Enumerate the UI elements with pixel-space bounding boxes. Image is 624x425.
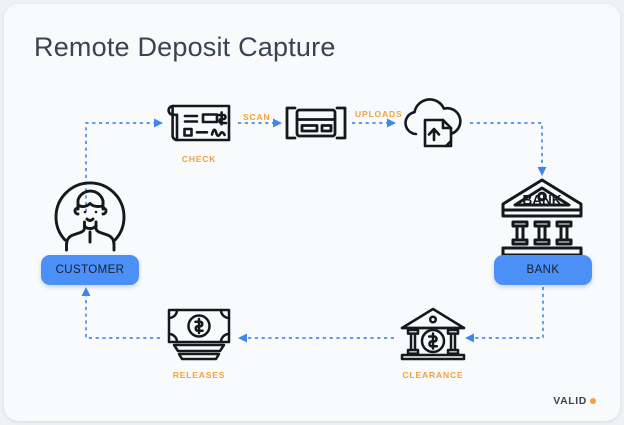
node-check[interactable]: CHECK: [163, 100, 235, 164]
cash-stack-icon: [164, 306, 234, 367]
pill-customer-label: CUSTOMER: [55, 264, 125, 276]
node-check-label: CHECK: [181, 154, 217, 164]
cloud-upload-icon: [396, 96, 468, 155]
svg-text:BANK: BANK: [523, 192, 562, 207]
brand-name: VALID: [553, 395, 587, 407]
node-scanner[interactable]: [282, 100, 350, 151]
person-avatar-icon: [48, 174, 132, 263]
node-clearance[interactable]: CLEARANCE: [398, 306, 468, 380]
brand-logo: VALID: [553, 395, 596, 407]
edge-label-scan: SCAN: [243, 112, 271, 122]
bank-building-icon: BANK: [499, 176, 585, 267]
node-bank[interactable]: BANK: [499, 176, 585, 267]
node-cloud-upload[interactable]: [396, 96, 468, 155]
slide-card: Remote Deposit Capture .dl{stroke:#5b9cf…: [4, 4, 620, 421]
page-title: Remote Deposit Capture: [34, 32, 336, 62]
brand-dot-icon: [590, 398, 596, 404]
scanner-capture-icon: [282, 100, 350, 151]
node-clearance-label: CLEARANCE: [402, 370, 464, 380]
pill-customer[interactable]: CUSTOMER: [41, 255, 139, 285]
pill-bank[interactable]: BANK: [494, 255, 592, 285]
node-releases[interactable]: RELEASES: [164, 306, 234, 380]
bank-dollar-icon: [398, 306, 468, 367]
pill-bank-label: BANK: [526, 264, 560, 276]
node-customer[interactable]: [48, 174, 132, 263]
node-releases-label: RELEASES: [172, 370, 226, 380]
paper-check-icon: [163, 100, 235, 151]
edge-label-uploads: UPLOADS: [355, 109, 403, 119]
